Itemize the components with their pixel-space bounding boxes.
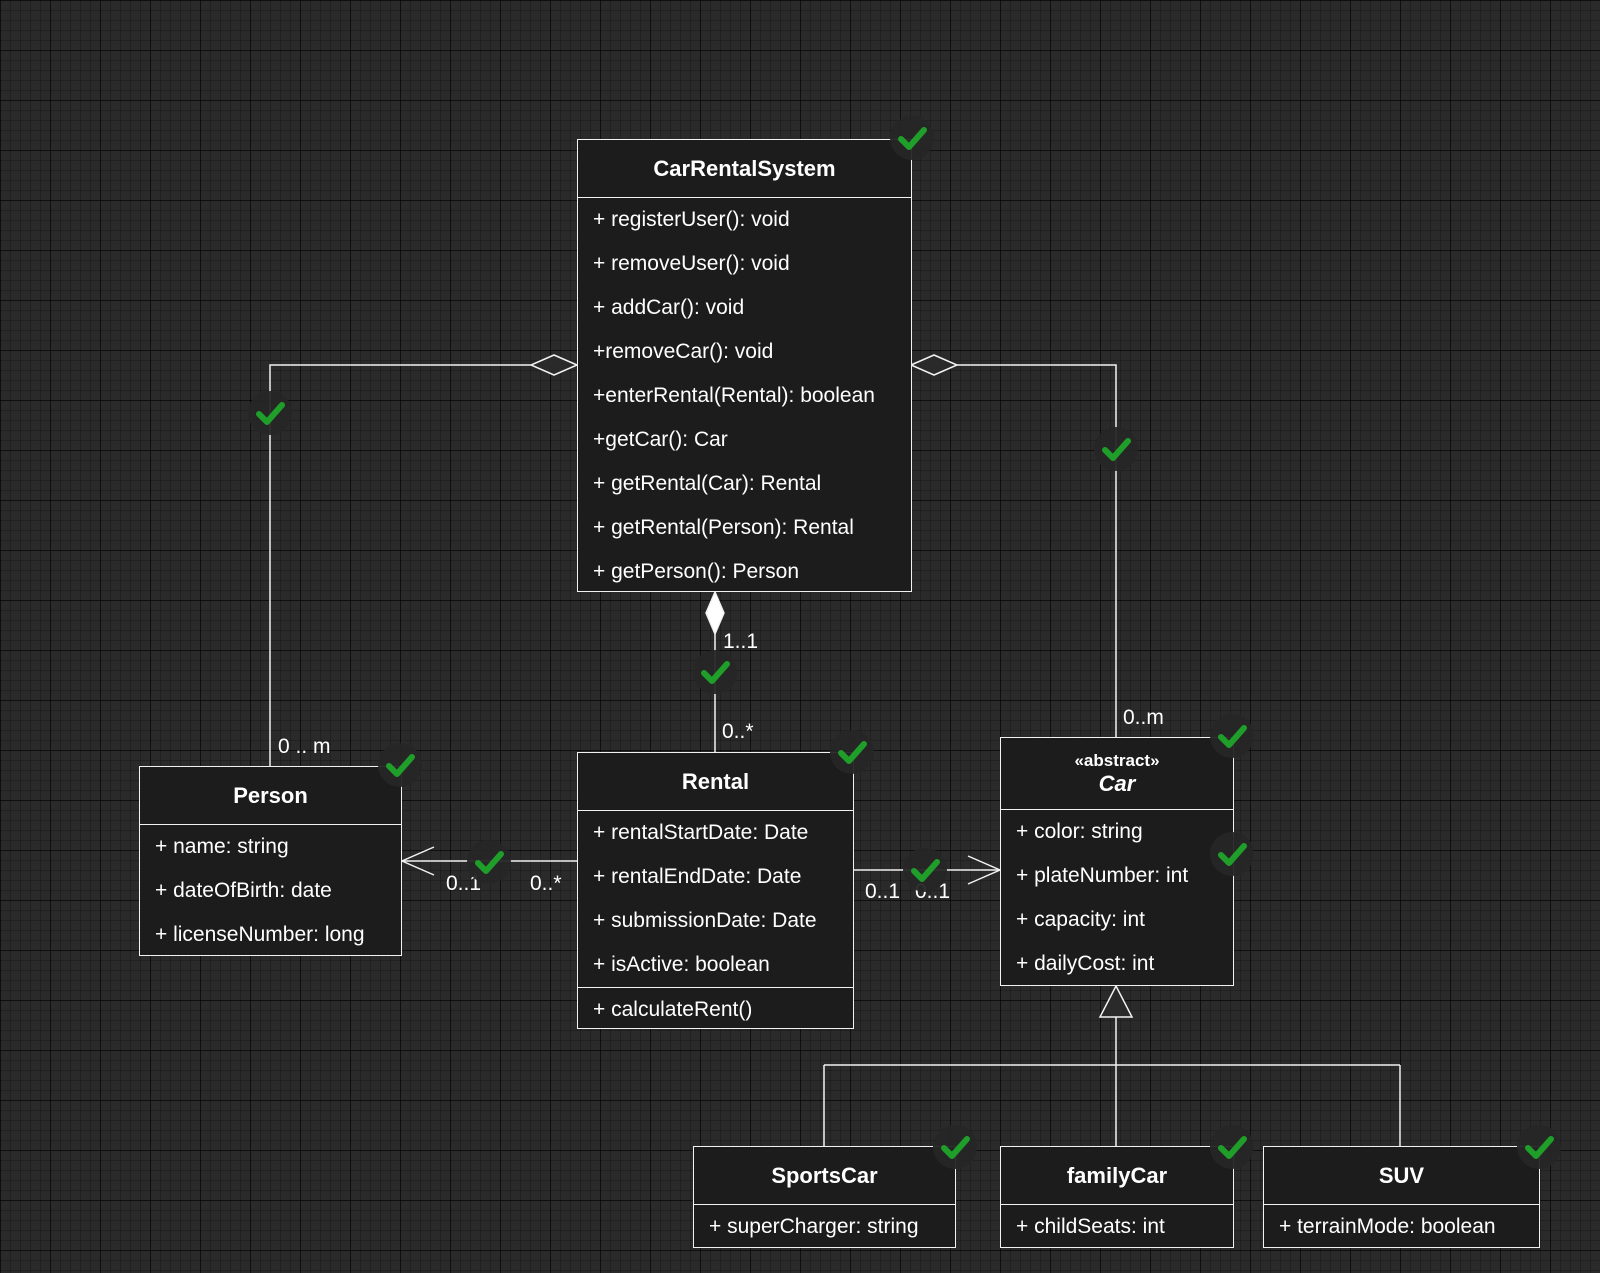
- check-mark-icon: [467, 840, 511, 884]
- method-row[interactable]: +removeCar(): void: [593, 340, 774, 363]
- class-rental[interactable]: Rental + rentalStartDate: Date + rentalE…: [577, 752, 854, 1029]
- check-mark-icon: [1210, 714, 1254, 758]
- class-person[interactable]: Person + name: string + dateOfBirth: dat…: [139, 766, 402, 956]
- class-car[interactable]: «abstract» Car + color: string + plateNu…: [1000, 737, 1234, 986]
- method-list: + calculateRent(): [578, 987, 853, 1032]
- attribute-list: + color: string + plateNumber: int + cap…: [1001, 810, 1233, 986]
- attribute-row[interactable]: + capacity: int: [1016, 908, 1145, 931]
- multiplicity-label: 0..1: [446, 872, 482, 895]
- multiplicity-label: 1..1: [723, 630, 759, 653]
- check-mark-icon: [1210, 832, 1254, 876]
- method-list: + registerUser(): void + removeUser(): v…: [578, 198, 911, 594]
- check-mark-icon: [903, 848, 947, 892]
- class-stereotype: «abstract»: [1074, 750, 1160, 770]
- class-name: Car: [1098, 770, 1136, 796]
- multiplicity-label: 0..*: [722, 720, 754, 743]
- class-name: CarRentalSystem: [653, 155, 836, 181]
- method-row[interactable]: + calculateRent(): [593, 998, 753, 1021]
- attribute-list: + rentalStartDate: Date + rentalEndDate:…: [578, 811, 853, 987]
- attribute-list: + name: string + dateOfBirth: date + lic…: [140, 825, 401, 957]
- check-mark-icon: [830, 730, 874, 774]
- multiplicity-label: 0 .. m: [278, 735, 331, 758]
- class-family-car[interactable]: familyCar + childSeats: int: [1000, 1146, 1234, 1248]
- attribute-row[interactable]: + dateOfBirth: date: [155, 879, 332, 902]
- method-row[interactable]: +getCar(): Car: [593, 428, 728, 451]
- multiplicity-label: 0..*: [530, 872, 562, 895]
- class-name: familyCar: [1066, 1162, 1168, 1188]
- method-row[interactable]: + removeUser(): void: [593, 252, 790, 275]
- attribute-row[interactable]: + rentalStartDate: Date: [593, 821, 809, 844]
- check-mark-icon: [933, 1125, 977, 1169]
- class-name: Person: [233, 782, 308, 808]
- class-header: familyCar: [1001, 1147, 1233, 1205]
- class-sports-car[interactable]: SportsCar + superCharger: string: [693, 1146, 956, 1248]
- class-header: Person: [140, 767, 401, 825]
- check-mark-icon: [378, 743, 422, 787]
- method-row[interactable]: + registerUser(): void: [593, 208, 790, 231]
- class-header: SUV: [1264, 1147, 1539, 1205]
- association-arrowhead-person: [400, 846, 435, 876]
- attribute-row[interactable]: + submissionDate: Date: [593, 909, 817, 932]
- check-mark-icon: [1517, 1125, 1561, 1169]
- attribute-row[interactable]: + dailyCost: int: [1016, 952, 1155, 975]
- aggregation-diamond-person: [529, 354, 579, 376]
- check-mark-icon: [1210, 1125, 1254, 1169]
- class-header: CarRentalSystem: [578, 140, 911, 198]
- multiplicity-label: 0..1: [865, 880, 901, 903]
- attribute-row[interactable]: + superCharger: string: [709, 1215, 919, 1238]
- class-car-rental-system[interactable]: CarRentalSystem + registerUser(): void +…: [577, 139, 912, 592]
- generalization-triangle: [1098, 984, 1134, 1018]
- method-row[interactable]: + getRental(Car): Rental: [593, 472, 822, 495]
- check-mark-icon: [890, 116, 934, 160]
- composition-diamond-rental: [705, 590, 725, 636]
- class-name: Rental: [681, 768, 750, 794]
- attribute-row[interactable]: + childSeats: int: [1016, 1215, 1165, 1238]
- check-mark-icon: [693, 650, 737, 694]
- aggregation-diamond-car: [909, 354, 959, 376]
- class-suv[interactable]: SUV + terrainMode: boolean: [1263, 1146, 1540, 1248]
- class-header: «abstract» Car: [1001, 738, 1233, 810]
- class-name: SportsCar: [771, 1162, 878, 1188]
- aggregation-system-car-line: [957, 364, 1117, 737]
- attribute-row[interactable]: + licenseNumber: long: [155, 923, 365, 946]
- attribute-row[interactable]: + name: string: [155, 835, 289, 858]
- attribute-row[interactable]: + plateNumber: int: [1016, 864, 1189, 887]
- attribute-row[interactable]: + color: string: [1016, 820, 1143, 843]
- class-name: SUV: [1378, 1162, 1425, 1188]
- attribute-row[interactable]: + isActive: boolean: [593, 953, 770, 976]
- check-mark-icon: [248, 391, 292, 435]
- aggregation-system-person-line: [269, 364, 531, 766]
- method-row[interactable]: + addCar(): void: [593, 296, 745, 319]
- class-header: Rental: [578, 753, 853, 811]
- class-header: SportsCar: [694, 1147, 955, 1205]
- method-row[interactable]: +enterRental(Rental): boolean: [593, 384, 875, 407]
- multiplicity-label: 0..m: [1123, 706, 1164, 729]
- attribute-row[interactable]: + rentalEndDate: Date: [593, 865, 802, 888]
- check-mark-icon: [1094, 427, 1138, 471]
- attribute-row[interactable]: + terrainMode: boolean: [1279, 1215, 1496, 1238]
- method-row[interactable]: + getPerson(): Person: [593, 560, 800, 583]
- method-row[interactable]: + getRental(Person): Rental: [593, 516, 854, 539]
